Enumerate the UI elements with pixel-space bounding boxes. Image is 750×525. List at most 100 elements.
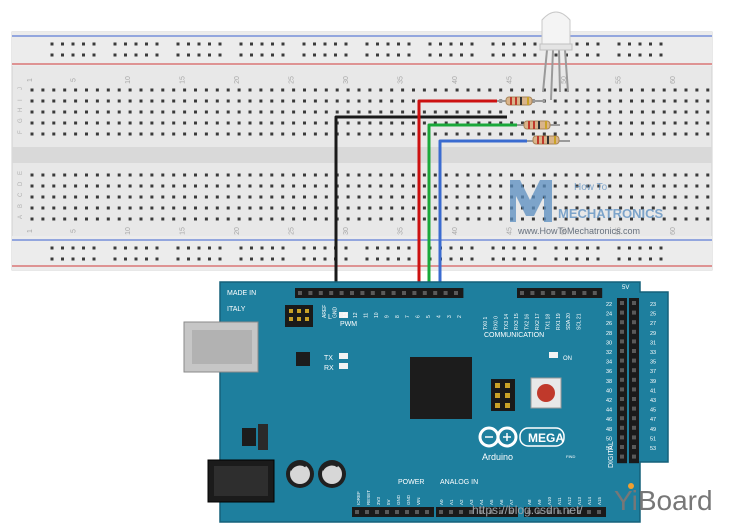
icsp-pin [297,309,301,313]
terminal-hole [226,184,230,188]
terminal-hole [597,132,601,136]
terminal-hole [640,184,644,188]
icsp-pin [305,309,309,313]
terminal-hole [161,88,165,92]
terminal-hole [117,184,121,188]
rail-hole [302,246,306,250]
terminal-hole [63,173,67,177]
rail-hole [386,53,390,57]
rail-hole [281,42,285,46]
terminal-hole [41,99,45,103]
terminal-hole [444,195,448,199]
logo-dot-icon [628,483,634,489]
terminal-hole [368,173,372,177]
rail-hole [313,246,316,250]
terminal-hole [41,173,45,177]
pin-label: 9 [384,315,390,318]
rail-hole [134,257,138,261]
terminal-hole [521,217,524,221]
column-number: 15 [180,76,187,84]
terminal-hole [303,206,306,210]
terminal-hole [357,121,361,125]
terminal-hole [564,217,568,221]
terminal-hole [379,206,383,210]
terminal-hole [139,173,143,177]
pin-label: 5V [386,499,391,505]
terminal-hole [706,110,710,114]
rail-hole [449,42,453,46]
pin-label: A11 [557,497,562,505]
pin-label: 11 [364,313,370,318]
terminal-hole [695,99,699,103]
terminal-hole [673,99,677,103]
terminal-hole [161,121,165,125]
pin-label: VIN [416,497,421,505]
terminal-hole [30,195,34,199]
terminal-hole [521,88,524,92]
rail-hole [586,53,589,57]
terminal-hole [390,184,394,188]
terminal-hole [422,110,426,114]
header-pin [620,454,624,459]
terminal-hole [466,121,470,125]
header-pin [620,416,624,421]
pin-label: SDA 20 [566,313,572,330]
terminal-hole [52,195,56,199]
terminal-hole [41,132,45,136]
terminal-hole [215,132,219,136]
pin-label: A10 [547,496,552,505]
terminal-hole [553,121,557,125]
terminal-hole [172,121,176,125]
terminal-hole [662,121,666,125]
pin-label: 27 [650,321,656,327]
header-pin [443,291,448,295]
rail-hole [428,42,432,46]
rail-hole [470,42,474,46]
header-pin [567,510,571,514]
mega-text: MEGA [528,431,564,445]
header-pwm [295,288,464,298]
terminal-hole [74,184,78,188]
rail-hole [649,42,652,46]
terminal-hole [651,99,655,103]
terminal-hole [215,206,219,210]
rail-hole [323,246,327,250]
pin-label: 35 [650,360,656,366]
terminal-hole [412,217,415,221]
header-pin [557,510,561,514]
terminal-hole [455,88,459,92]
column-number: 10 [125,227,132,235]
icsp-header-top [285,305,313,327]
terminal-hole [390,110,394,114]
pin-label: 36 [606,369,612,375]
terminal-hole [183,121,187,125]
terminal-hole [455,121,459,125]
column-number: 60 [670,76,677,84]
terminal-hole [597,121,601,125]
header-pin [632,416,636,421]
terminal-hole [368,88,372,92]
terminal-hole [281,206,285,210]
rail-hole [71,42,75,46]
terminal-hole [542,88,546,92]
header-pin [551,291,556,295]
terminal-hole [499,217,503,221]
terminal-hole [41,217,45,221]
terminal-hole [619,195,623,199]
terminal-hole [313,132,317,136]
terminal-hole [292,184,296,188]
header-pin [329,291,334,295]
column-number: 15 [180,227,187,235]
header-pin [391,291,396,295]
terminal-hole [706,184,710,188]
header-pin [405,510,409,514]
rail-hole [218,42,222,46]
terminal-hole [194,99,197,103]
rail-hole [439,53,442,57]
terminal-hole [85,110,88,114]
terminal-hole [379,195,383,199]
terminal-hole [237,88,241,92]
terminal-hole [553,217,557,221]
rail-hole [61,42,64,46]
